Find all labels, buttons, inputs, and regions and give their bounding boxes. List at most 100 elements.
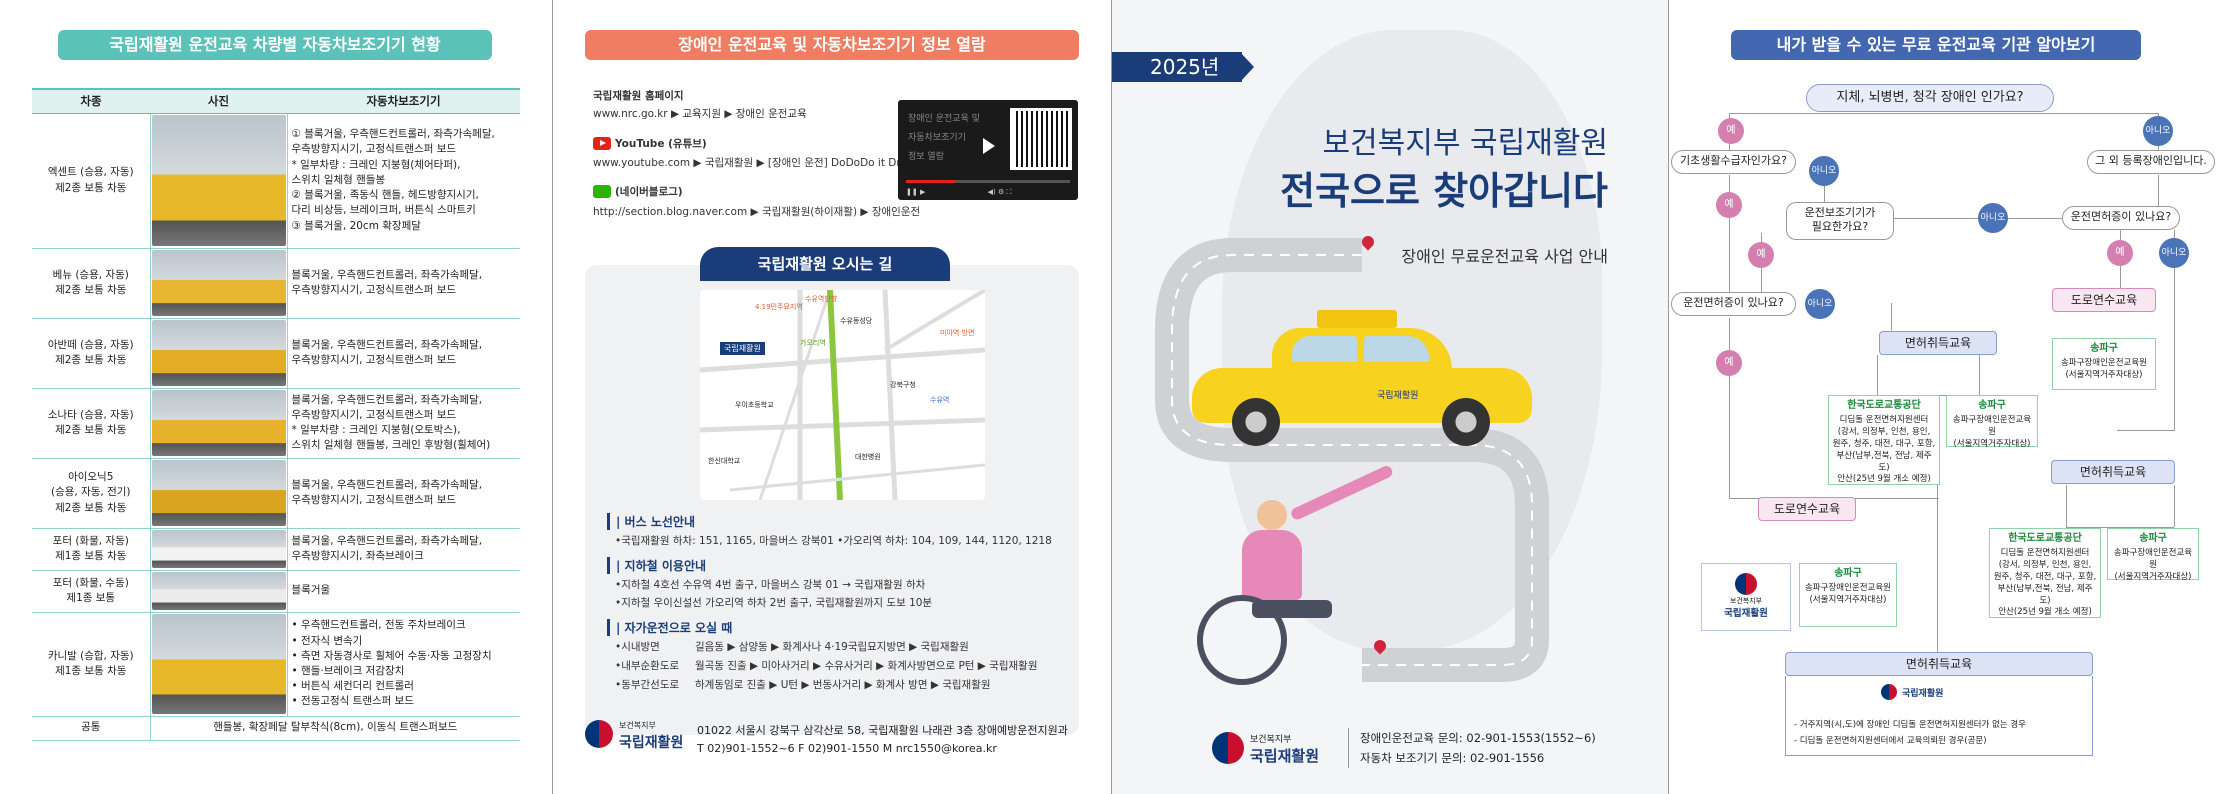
homepage-label: 국립재활원 홈페이지 bbox=[593, 90, 684, 102]
video-progress-bar[interactable] bbox=[906, 180, 1070, 183]
bottom-nrc-box: 국립재활원 - 거주지역(시,도)에 장애인 디딤돌 운전면허지원센터가 없는 … bbox=[1785, 676, 2093, 756]
vehicle-devices: 블록거울, 우측핸드컨트롤러, 좌측가속페달, 우측방향지시기, 고정식트랜스퍼… bbox=[287, 388, 520, 459]
panel-divider bbox=[552, 0, 553, 794]
cover-title-1: 보건복지부 국립재활원 bbox=[1322, 126, 1608, 161]
road-illustration bbox=[1155, 238, 1549, 682]
directions-box: 국립재활원 오시는 길 국립재활원 수유역방향 수유동성당 강북구청 우이초등학… bbox=[585, 247, 1079, 735]
video-thumbnail[interactable]: 장애인 운전교육 및 자동차보조기기 정보 열람 ❚❚ ▶ ◀) ⚙ ⛶ bbox=[898, 100, 1078, 200]
car-route-path: 월곡동 진출 ▶ 미아사거리 ▶ 수유사거리 ▶ 화계사방면으로 P턴 ▶ 국립… bbox=[695, 660, 1038, 672]
nrc-name: 국립재활원 bbox=[1724, 607, 1768, 619]
map-label-1: 수유역방향 bbox=[805, 295, 838, 303]
yes-badge: 예 bbox=[2107, 240, 2133, 266]
vehicle-photo-image bbox=[151, 572, 286, 610]
col-header-photo: 사진 bbox=[150, 88, 287, 114]
blog-icon bbox=[593, 185, 611, 198]
map-label-5: 대한병원 bbox=[855, 453, 881, 461]
car-route-origin: •동부간선도로 bbox=[615, 679, 680, 691]
bottom-note-2: - 디딤돌 운전면허지원센터에서 교육의뢰된 경우(공문) bbox=[1794, 736, 1987, 746]
subway-line-1: •지하철 4호선 수유역 4번 출구, 마을버스 강북 01 → 국립재활원 하… bbox=[615, 579, 926, 591]
songpa-logo: 송파구 bbox=[1978, 400, 2006, 411]
org-name: 국립재활원 bbox=[1250, 747, 1320, 765]
play-icon[interactable] bbox=[983, 138, 995, 154]
youtube-icon bbox=[593, 137, 611, 150]
vehicle-name: 소나타 (승용, 자동) 제2종 보통 차동 bbox=[32, 388, 151, 459]
car-route-origin: •시내방면 bbox=[615, 641, 660, 653]
tag-road-training-left: 도로연수교육 bbox=[1758, 497, 1856, 521]
video-controls[interactable]: ❚❚ ▶ ◀) ⚙ ⛶ bbox=[906, 188, 1012, 196]
car-heading: | 자가운전으로 오실 때 bbox=[607, 619, 732, 636]
no-badge: 아니오 bbox=[1809, 156, 1839, 186]
vehicle-name: 포터 (화물, 자동) 제1종 보통 차동 bbox=[32, 528, 151, 571]
question-disability-type: 지체, 뇌병변, 청각 장애인 인가요? bbox=[1806, 84, 2054, 112]
vehicle-photo-image bbox=[151, 460, 286, 526]
vehicle-devices: 블록거울 bbox=[287, 570, 520, 613]
map-label-3: 강북구청 bbox=[890, 381, 916, 389]
year-badge: 2025년 bbox=[1112, 52, 1242, 82]
car-label: 국립재활원 bbox=[1377, 391, 1419, 401]
video-line-1: 장애인 운전교육 및 bbox=[908, 114, 980, 124]
blog-label: (네이버블로그) bbox=[615, 186, 683, 198]
songpa-text: 송파구장애인운전교육원 (서울지역거주자대상) bbox=[2113, 548, 2193, 582]
no-badge: 아니오 bbox=[1978, 203, 2008, 233]
qr-code-icon bbox=[1010, 108, 1072, 170]
map-label-10: 4.19민주묘지역 bbox=[755, 303, 803, 311]
panel2-footer: 보건복지부 국립재활원 01022 서울시 강북구 삼각산로 58, 국립재활원… bbox=[585, 710, 1079, 770]
tag-road-training-right: 도로연수교육 bbox=[2052, 288, 2156, 312]
vehicle-photo bbox=[150, 388, 288, 459]
tag-license-training-right: 면허취득교육 bbox=[2051, 460, 2175, 484]
no-badge: 아니오 bbox=[2143, 116, 2173, 146]
map-svg bbox=[699, 288, 987, 501]
org-kotsa-right: 한국도로교통공단 디딤돌 운전면허지원센터 (강서, 의정부, 인천, 용인, … bbox=[1989, 528, 2101, 618]
org-songpa-bottom-left: 송파구 송파구장애인운전교육원 (서울지역거주자대상) bbox=[1799, 563, 1897, 627]
bottom-note-1: - 거주지역(시,도)에 장애인 디딤돌 운전면허지원센터가 없는 경우 bbox=[1794, 720, 2026, 730]
bus-heading: | 버스 노선안내 bbox=[607, 513, 695, 530]
org-sub: 보건복지부 bbox=[619, 721, 656, 730]
blog-link[interactable]: http://section.blog.naver.com ▶ 국립재활원(하이… bbox=[593, 206, 921, 218]
cover-title-2: 전국으로 찾아갑니다 bbox=[1280, 169, 1608, 213]
contact-devices: 자동차 보조기기 문의: 02-901-1556 bbox=[1360, 751, 1545, 765]
org-sub: 보건복지부 bbox=[1250, 735, 1292, 745]
vehicle-name: 엑센트 (승용, 자동) 제2종 보통 차동 bbox=[32, 113, 151, 249]
tag-license-training: 면허취득교육 bbox=[1879, 331, 1997, 355]
vehicle-devices: 블록거울, 우측핸드컨트롤러, 좌측가속페달, 우측방향지시기, 고정식트랜스퍼… bbox=[287, 248, 520, 319]
map-label-9: 미아역 방면 bbox=[940, 329, 975, 337]
tag-license-training-bottom: 면허취득교육 bbox=[1785, 652, 2093, 676]
video-line-3: 정보 열람 bbox=[908, 151, 944, 162]
youtube-link[interactable]: www.youtube.com ▶ 국립재활원 ▶ [장애인 운전] DoDoD… bbox=[593, 157, 917, 169]
map-label-8: 수유역 bbox=[930, 396, 950, 404]
homepage-link[interactable]: www.nrc.go.kr ▶ 교육지원 ▶ 장애인 운전교육 bbox=[593, 108, 807, 120]
footer-contact: T 02)901-1552~6 F 02)901-1550 M nrc1550@… bbox=[697, 742, 997, 755]
registered-other: 그 외 등록장애인입니다. bbox=[2087, 150, 2215, 174]
location-map[interactable]: 국립재활원 수유역방향 수유동성당 강북구청 우이초등학교 대한병원 한신대학교… bbox=[699, 288, 987, 501]
panel-divider bbox=[1668, 0, 1669, 794]
yes-badge: 예 bbox=[1718, 118, 1744, 144]
kotsa-logo: 한국도로교통공단 bbox=[2008, 533, 2082, 544]
map-label-7: 가오리역 bbox=[800, 339, 826, 347]
nrc-sub: 보건복지부 bbox=[1729, 597, 1763, 605]
kotsa-logo: 한국도로교통공단 bbox=[1847, 400, 1921, 411]
youtube-row: YouTube (유튜브) bbox=[593, 136, 707, 151]
car-route-origin: •내부순환도로 bbox=[615, 660, 680, 672]
vehicle-name: 포터 (화물, 수동) 제1종 보통 bbox=[32, 570, 151, 613]
nrc-logo-icon bbox=[1212, 732, 1244, 764]
panel2-title: 장애인 운전교육 및 자동차보조기기 정보 열람 bbox=[585, 30, 1079, 60]
org-nrc-left: 보건복지부 국립재활원 bbox=[1701, 563, 1791, 631]
contact-training: 장애인운전교육 문의: 02-901-1553(1552~6) bbox=[1360, 731, 1596, 745]
car-route-path: 하계동임로 진출 ▶ U턴 ▶ 번동사거리 ▶ 화계사 방면 ▶ 국립재활원 bbox=[695, 679, 991, 691]
vehicle-photo bbox=[150, 612, 288, 717]
map-label-2: 수유동성당 bbox=[840, 317, 873, 325]
panel3-footer: 보건복지부 국립재활원 장애인운전교육 문의: 02-901-1553(1552… bbox=[1112, 710, 1668, 794]
vehicle-name: 카니발 (승합, 자동) 제1종 보통 차동 bbox=[32, 612, 151, 717]
vehicle-photo bbox=[150, 570, 288, 613]
question-license-left: 운전면허증이 있나요? bbox=[1671, 292, 1796, 316]
songpa-text: 송파구장애인운전교육원 (서울지역거주자대상) bbox=[2060, 358, 2148, 380]
nrc-logo-icon bbox=[1881, 684, 1897, 700]
car-route-line: •내부순환도로 월곡동 진출 ▶ 미아사거리 ▶ 수유사거리 ▶ 화계사방면으로 … bbox=[615, 658, 1038, 673]
panel-vehicle-status: 국립재활원 운전교육 차량별 자동차보조기기 현황 차종 사진 자동차보조기기 … bbox=[0, 0, 552, 794]
blog-row: (네이버블로그) bbox=[593, 184, 683, 199]
bus-line: •국립재활원 하차: 151, 1165, 마을버스 강북01 •가오리역 하차… bbox=[615, 535, 1052, 547]
taxi-illustration: 국립재활원 bbox=[1192, 310, 1532, 446]
